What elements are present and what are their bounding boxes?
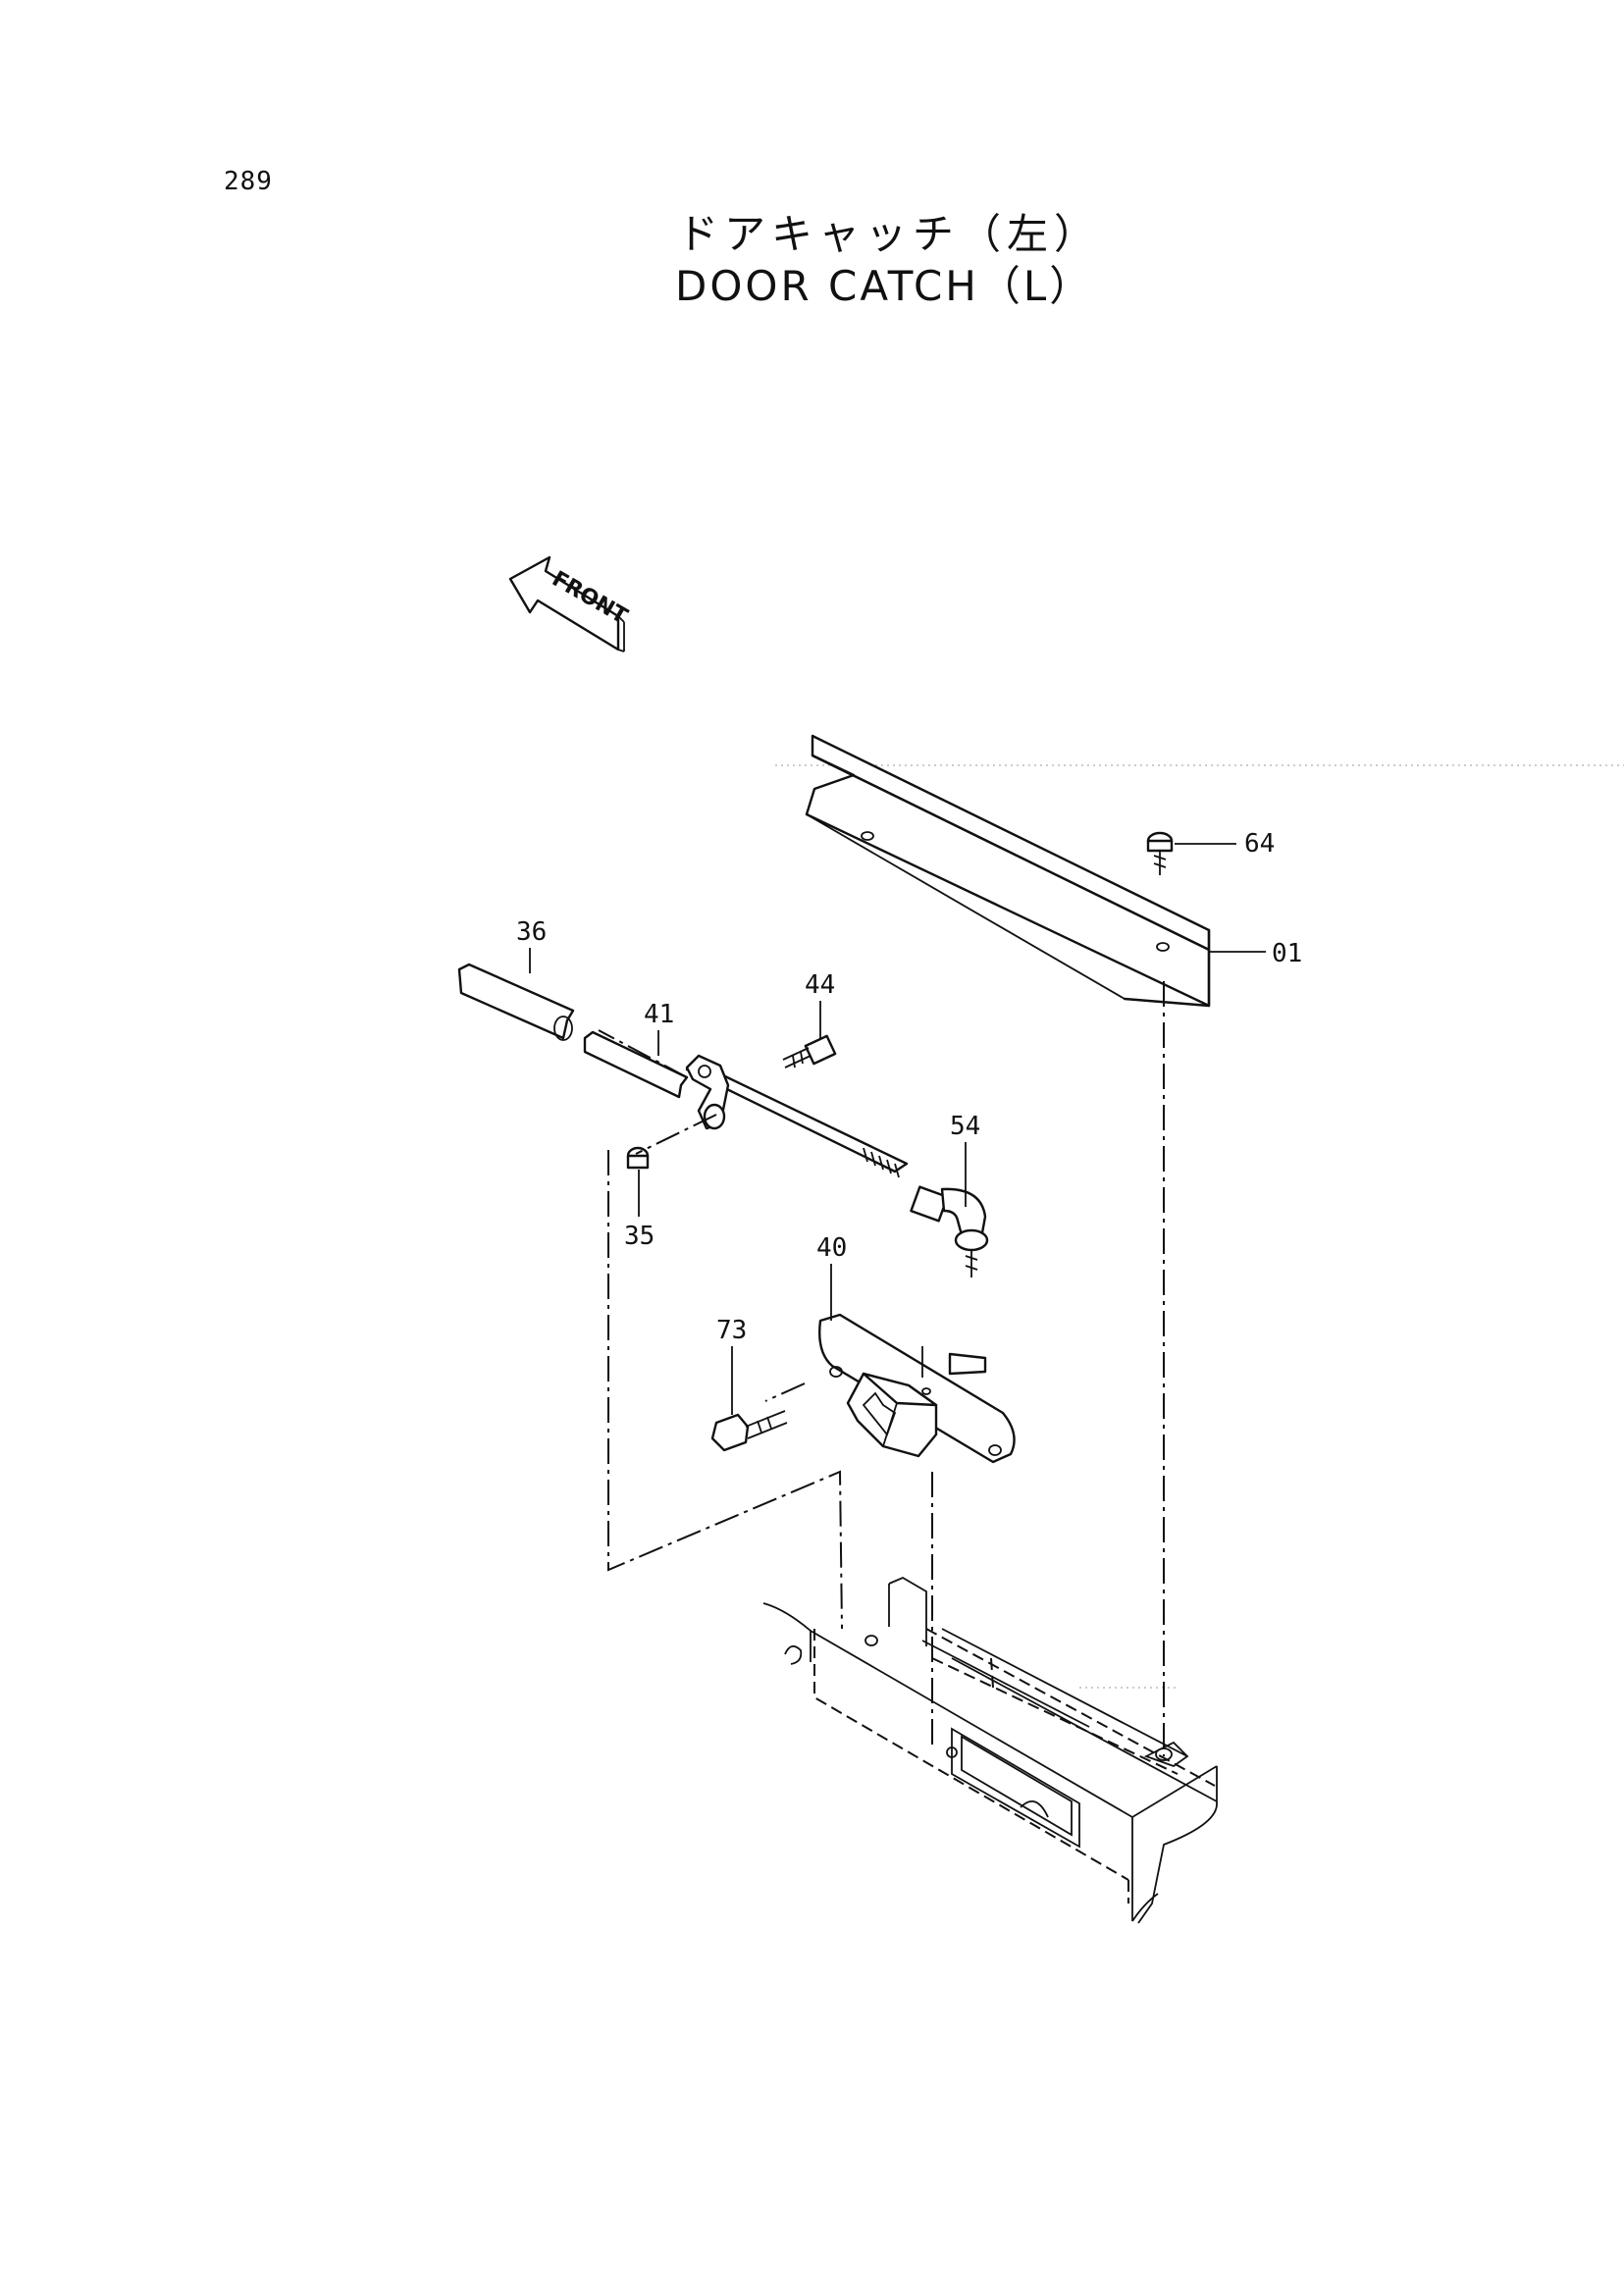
callout-54: 54 bbox=[950, 1112, 980, 1141]
part-01-bracket bbox=[805, 734, 1211, 1008]
callout-leaders bbox=[529, 843, 1266, 1415]
callout-36: 36 bbox=[516, 917, 547, 947]
front-arrow-icon: FRONT bbox=[508, 555, 631, 652]
part-44-bolt bbox=[782, 1034, 837, 1069]
callout-73: 73 bbox=[716, 1316, 747, 1345]
part-73-bolt bbox=[710, 1410, 788, 1452]
rod-assembly bbox=[685, 1054, 909, 1178]
callout-64: 64 bbox=[1244, 829, 1275, 859]
callout-35: 35 bbox=[624, 1222, 655, 1251]
title-english: DOOR CATCH（L） bbox=[675, 262, 1094, 310]
callout-01: 01 bbox=[1272, 939, 1302, 968]
part-36-cover bbox=[457, 963, 575, 1041]
part-40-catch bbox=[818, 1313, 1016, 1464]
part-54-ball-joint bbox=[910, 1185, 989, 1277]
page-number: 289 bbox=[224, 167, 273, 196]
part-41-plate bbox=[583, 1030, 689, 1099]
title-japanese: ドアキャッチ（左） bbox=[677, 210, 1102, 258]
callout-40: 40 bbox=[816, 1233, 847, 1263]
callout-44: 44 bbox=[805, 970, 835, 1000]
door-panel bbox=[762, 1576, 1218, 1924]
callout-41: 41 bbox=[644, 1000, 674, 1029]
part-64-screw bbox=[1146, 831, 1174, 875]
assembly-lines bbox=[598, 981, 1165, 1756]
part-35-pin bbox=[626, 1146, 650, 1170]
